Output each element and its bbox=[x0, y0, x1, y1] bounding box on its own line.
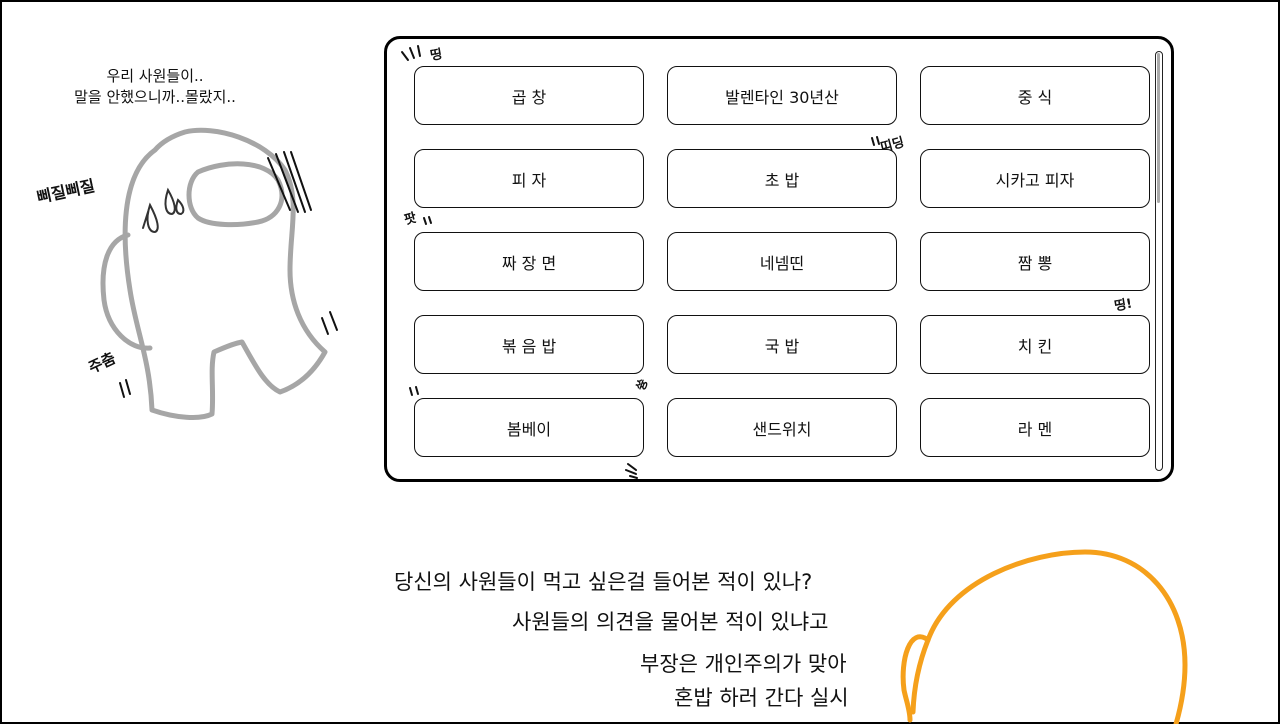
sfx-ding: 띵! bbox=[1113, 296, 1134, 315]
menu-scroll-thumb[interactable] bbox=[1157, 53, 1160, 203]
menu-item[interactable]: 샌드위치 bbox=[667, 398, 897, 457]
caption-line-4: 혼밥 하러 간다 실시 bbox=[674, 686, 849, 710]
menu-scrollbar[interactable] bbox=[1155, 51, 1163, 471]
menu-item[interactable]: 치 킨 bbox=[920, 315, 1150, 374]
orange-crewmate-illustration bbox=[900, 549, 1188, 724]
menu-item[interactable]: 짬 뽕 bbox=[920, 232, 1150, 291]
speech-line-1: 우리 사원들이.. bbox=[106, 67, 204, 85]
menu-item[interactable]: 발렌타인 30년산 bbox=[667, 66, 897, 125]
nervous-crewmate-illustration bbox=[100, 127, 338, 420]
menu-item[interactable]: 짜 장 면 bbox=[414, 232, 644, 291]
caption-line-1: 당신의 사원들이 먹고 싶은걸 들어본 적이 있나? bbox=[394, 570, 813, 594]
menu-grid: 곱 창 발렌타인 30년산 중 식 피 자 초 밥 시카고 피자 짜 장 면 네… bbox=[414, 66, 1150, 457]
menu-item[interactable]: 봄베이 bbox=[414, 398, 644, 457]
menu-item[interactable]: 곱 창 bbox=[414, 66, 644, 125]
menu-item[interactable]: 라 멘 bbox=[920, 398, 1150, 457]
menu-item[interactable]: 국 밥 bbox=[667, 315, 897, 374]
caption-line-3: 부장은 개인주의가 맞아 bbox=[640, 652, 847, 676]
menu-item[interactable]: 볶 음 밥 bbox=[414, 315, 644, 374]
menu-item[interactable]: 네넴띤 bbox=[667, 232, 897, 291]
caption-line-2: 사원들의 의견을 물어본 적이 있냐고 bbox=[512, 610, 829, 634]
menu-item[interactable]: 중 식 bbox=[920, 66, 1150, 125]
menu-item[interactable]: 시카고 피자 bbox=[920, 149, 1150, 208]
menu-item[interactable]: 피 자 bbox=[414, 149, 644, 208]
menu-tablet: 곱 창 발렌타인 30년산 중 식 피 자 초 밥 시카고 피자 짜 장 면 네… bbox=[384, 36, 1174, 482]
menu-item[interactable]: 초 밥 bbox=[667, 149, 897, 208]
speech-text: 우리 사원들이.. 말을 안했으니까..몰랐지.. bbox=[40, 66, 270, 108]
speech-line-2: 말을 안했으니까..몰랐지.. bbox=[74, 88, 236, 106]
